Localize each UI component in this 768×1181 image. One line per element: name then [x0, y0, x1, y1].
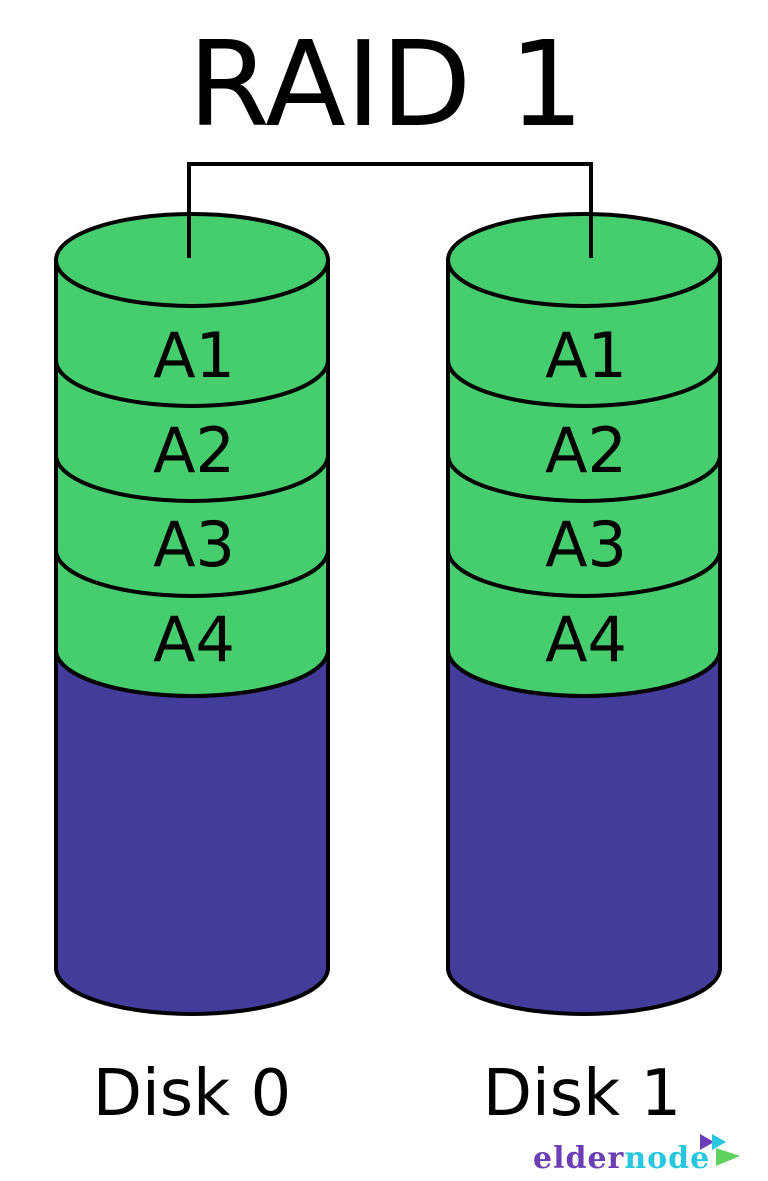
disk-0: A1 A2 A3 A4 Disk 0	[54, 212, 330, 1131]
disk-0-block-2: A2	[153, 414, 235, 487]
disk-1-free-space	[446, 649, 722, 1016]
logo-text-part1: elder	[533, 1141, 625, 1176]
disk-0-divider-2	[54, 454, 330, 503]
logo-arrows-icon	[700, 1134, 740, 1166]
disk-1-data-area	[446, 258, 722, 698]
disk-1-block-4: A4	[545, 603, 627, 676]
eldernode-logo: eldernode	[533, 1134, 740, 1176]
disk-0-divider-1	[54, 359, 330, 408]
disk-0-data-area	[54, 258, 330, 698]
disk-1: A1 A2 A3 A4 Disk 1	[446, 212, 722, 1131]
disk-0-block-3: A3	[153, 508, 235, 581]
disk-0-divider-3	[54, 549, 330, 598]
disk-1-top	[446, 212, 722, 308]
logo-wordmark: eldernode	[533, 1141, 710, 1176]
mirror-connector	[187, 162, 593, 258]
disk-0-top	[54, 212, 330, 308]
disk-0-free-space	[54, 649, 330, 1016]
disk-1-divider-2	[446, 454, 722, 503]
disk-0-block-1: A1	[153, 319, 235, 392]
diagram-title: RAID 1	[188, 15, 584, 153]
disk-1-block-3: A3	[545, 508, 627, 581]
disk-1-block-2: A2	[545, 414, 627, 487]
disk-1-divider-3	[446, 549, 722, 598]
disk-0-label: Disk 0	[93, 1057, 292, 1131]
disk-1-body	[446, 212, 722, 1016]
disk-0-block-4: A4	[153, 603, 235, 676]
disk-1-block-1: A1	[545, 319, 627, 392]
disk-1-divider-1	[446, 359, 722, 408]
disk-0-body	[54, 212, 330, 1016]
disk-1-label: Disk 1	[483, 1057, 682, 1131]
logo-text-part2: node	[624, 1141, 710, 1176]
